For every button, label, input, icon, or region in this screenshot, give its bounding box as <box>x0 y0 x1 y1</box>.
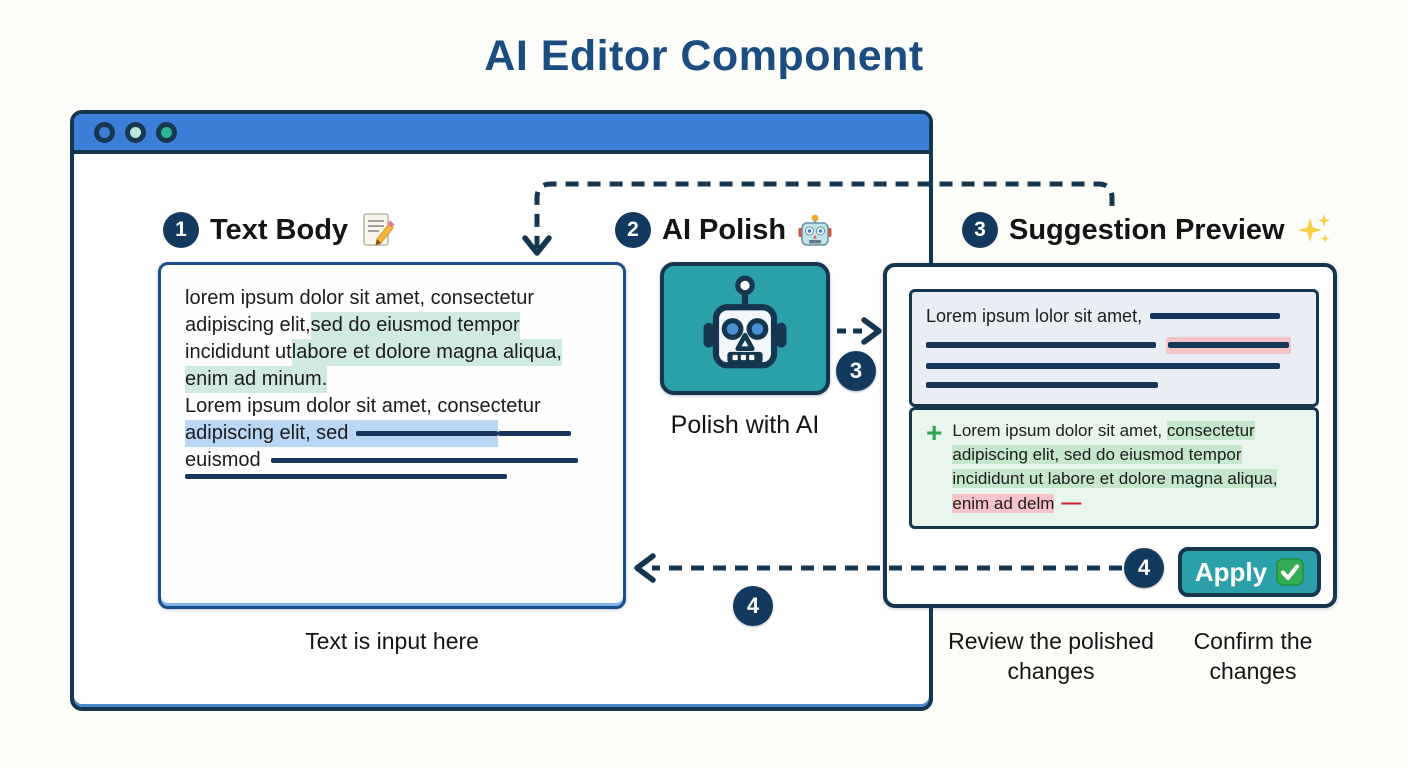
text-line: adipiscing elit, sed <box>185 420 609 447</box>
placeholder-bar <box>926 363 1280 369</box>
step3-connector-badge: 3 <box>836 351 876 391</box>
step1-badge: 1 <box>163 212 199 248</box>
diff-panel: + Lorem ipsum dolor sit amet, consectetu… <box>909 407 1319 529</box>
teal-highlight: enim ad minum. <box>185 366 328 393</box>
robot-emoji-icon <box>798 214 832 246</box>
confirm-caption: Confirm the changes <box>1193 628 1313 684</box>
blue-highlight <box>348 420 499 447</box>
text-line: euismod <box>185 447 609 474</box>
added-highlight: adipiscing elit, sed do eiusmod tempor <box>952 445 1242 464</box>
original-line: Lorem ipsum lolor sit amet, <box>926 305 1143 326</box>
placeholder-bar <box>270 458 578 463</box>
placeholder-bar <box>1150 313 1281 319</box>
traffic-light-2-icon[interactable] <box>125 121 146 143</box>
placeholder-bar <box>1168 342 1289 348</box>
text-line: Lorem ipsum dolor sit amet, consectetur <box>185 395 541 417</box>
robot-icon <box>703 275 787 368</box>
suggestion-preview-window: Lorem ipsum lolor sit amet, + Lorem ipsu… <box>883 263 1337 608</box>
text-line: lorem ipsum dolor sit amet, consectetur <box>185 287 535 309</box>
teal-highlight: labore et dolore magna aliqua, <box>291 339 562 366</box>
placeholder-bar <box>356 431 499 436</box>
placeholder-bar <box>498 431 572 436</box>
removed-highlight: enim ad delm <box>952 494 1055 513</box>
plus-icon: + <box>926 417 943 448</box>
text-line: incididunt ut labore et dolore magna ali… <box>185 339 609 366</box>
step4-connector-badge: 4 <box>733 586 773 626</box>
teal-highlight: sed do eiusmod tempor <box>310 312 520 339</box>
traffic-light-3-icon[interactable] <box>156 121 177 143</box>
text-body-caption: Text is input here <box>305 628 479 654</box>
diff-line: Lorem ipsum dolor sit amet, consectetur <box>952 421 1255 440</box>
check-icon <box>1276 558 1304 586</box>
step3-title: Suggestion Preview <box>1009 213 1285 246</box>
text-line: adipiscing elit, sed do eiusmod tempor <box>185 312 609 339</box>
sparkles-icon <box>1297 214 1330 243</box>
step2-label: 2 AI Polish <box>615 211 833 249</box>
memo-icon <box>363 213 395 246</box>
diff-line: incididunt ut labore et dolore magna ali… <box>952 467 1278 491</box>
polish-caption: Polish with AI <box>670 411 820 439</box>
text-body-input[interactable]: lorem ipsum dolor sit amet, consectetur … <box>158 262 626 609</box>
window-titlebar <box>74 114 929 154</box>
added-highlight: consectetur <box>1166 421 1255 440</box>
review-caption: Review the polished changes <box>948 628 1154 684</box>
placeholder-bar <box>185 474 507 479</box>
polish-with-ai-button[interactable] <box>660 262 830 395</box>
diff-line: enim ad delm — <box>952 491 1277 516</box>
minus-icon: — <box>1061 492 1082 514</box>
placeholder-bar <box>926 382 1158 388</box>
added-highlight: incididunt ut labore et dolore magna ali… <box>952 469 1278 488</box>
traffic-light-1-icon[interactable] <box>94 121 115 143</box>
placeholder-bar <box>926 342 1156 348</box>
blue-highlight: adipiscing elit, sed <box>185 420 349 447</box>
diff-line: adipiscing elit, sed do eiusmod tempor <box>952 443 1277 467</box>
step2-title: AI Polish <box>662 213 787 246</box>
step3-badge: 3 <box>962 212 998 248</box>
removed-highlight <box>1166 336 1291 354</box>
original-text-panel: Lorem ipsum lolor sit amet, <box>909 289 1319 407</box>
step4-apply-badge: 4 <box>1124 548 1164 588</box>
page-title: AI Editor Component <box>484 32 924 80</box>
step1-label: 1 Text Body <box>163 211 395 249</box>
apply-button[interactable]: Apply <box>1178 547 1321 597</box>
step1-title: Text Body <box>210 213 349 246</box>
text-line <box>185 474 609 479</box>
text-line: enim ad minum. <box>185 366 609 393</box>
apply-label: Apply <box>1194 556 1268 587</box>
step3-label: 3 Suggestion Preview <box>962 211 1332 249</box>
step2-badge: 2 <box>615 212 651 248</box>
